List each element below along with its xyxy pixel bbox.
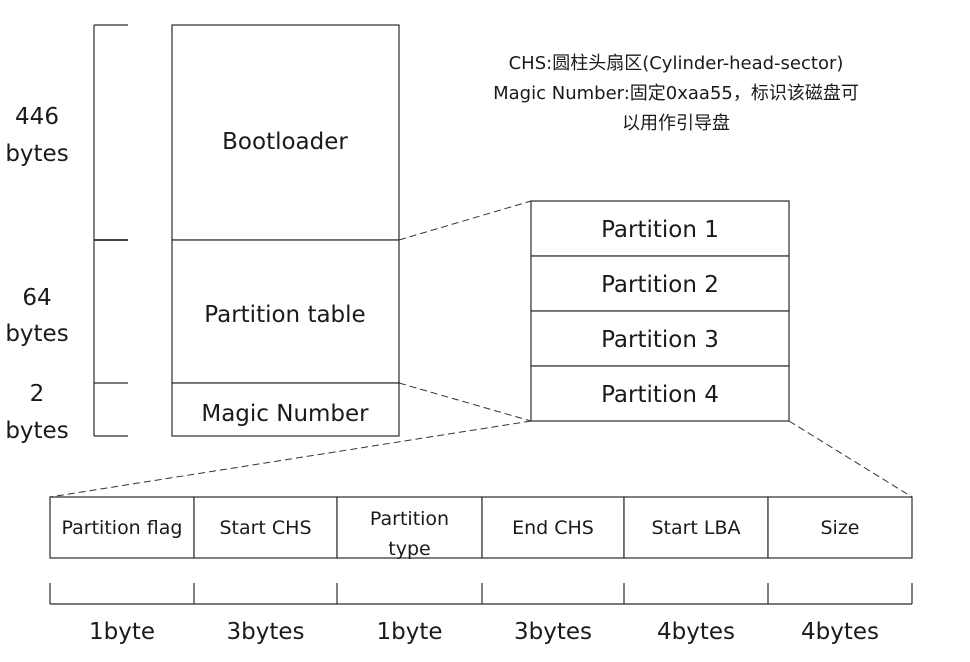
note-line: 以用作引导盘 — [622, 113, 730, 134]
entry-field-size: 3bytes — [514, 619, 592, 645]
entry-field-cell — [336, 496, 483, 559]
entry-field-label: Start LBA — [651, 517, 740, 539]
entry-field-label: End CHS — [512, 517, 594, 539]
bootloader-label: Bootloader — [222, 129, 348, 155]
entry-field-size: 1byte — [89, 619, 155, 645]
partition-row — [530, 255, 790, 312]
partition-row — [530, 310, 790, 367]
size-unit: bytes — [5, 141, 68, 167]
size-label-partition-table: 64 bytes — [5, 285, 68, 347]
connector-dashed — [788, 420, 913, 498]
entry-field-cell — [623, 496, 769, 559]
magic-number-label: Magic Number — [201, 401, 369, 427]
byte-size-ruler: 1byte 3bytes 1byte 3bytes 4bytes 4bytes — [49, 583, 913, 645]
partition-stack: Partition 1 Partition 2 Partition 3 Partiti… — [530, 200, 790, 422]
entry-field-label: Partition flag — [62, 517, 183, 539]
entry-field-size: 3bytes — [227, 619, 305, 645]
size-label-magic-number: 2 bytes — [5, 381, 68, 444]
notes: CHS:圆柱头扇区(Cylinder-head-sector) Magic Nu… — [493, 53, 859, 134]
size-label-bootloader: 446 bytes — [5, 104, 68, 167]
partition-label: Partition 2 — [601, 272, 719, 298]
magic-number-box — [171, 382, 400, 437]
size-bracket — [93, 24, 128, 437]
partition-row — [530, 200, 790, 257]
entry-field-label: Size — [820, 517, 859, 539]
entry-field-label: Partition — [370, 508, 449, 530]
entry-field-size: 1byte — [376, 619, 442, 645]
entry-field-cell — [767, 496, 913, 559]
partition-table-label: Partition table — [204, 302, 365, 328]
mbr-block: Bootloader Partition table Magic Number — [171, 24, 400, 437]
partition-label: Partition 1 — [601, 217, 719, 243]
partition-label: Partition 4 — [601, 382, 719, 408]
entry-field-size: 4bytes — [801, 619, 879, 645]
bootloader-box — [171, 24, 400, 241]
entry-field-size: 4bytes — [657, 619, 735, 645]
entry-field-label: type — [388, 538, 430, 560]
size-unit: bytes — [5, 321, 68, 347]
partition-table-box — [171, 239, 400, 384]
size-number: 64 — [22, 285, 51, 311]
connector-dashed — [398, 382, 532, 422]
note-line: Magic Number:固定0xaa55，标识该磁盘可 — [493, 83, 859, 104]
entry-field-cell — [193, 496, 338, 559]
partition-label: Partition 3 — [601, 327, 719, 353]
size-number: 2 — [30, 381, 45, 407]
entry-field-cell — [49, 496, 195, 559]
note-line: CHS:圆柱头扇区(Cylinder-head-sector) — [509, 53, 844, 74]
connector-dashed — [398, 200, 532, 241]
size-number: 446 — [15, 104, 59, 130]
partition-entry-layout: Partition flag Start CHS Partition type End … — [49, 496, 913, 560]
entry-field-cell — [481, 496, 625, 559]
size-unit: bytes — [5, 418, 68, 444]
entry-field-label: Start CHS — [219, 517, 311, 539]
partition-row — [530, 365, 790, 422]
connector-dashed — [49, 420, 532, 498]
